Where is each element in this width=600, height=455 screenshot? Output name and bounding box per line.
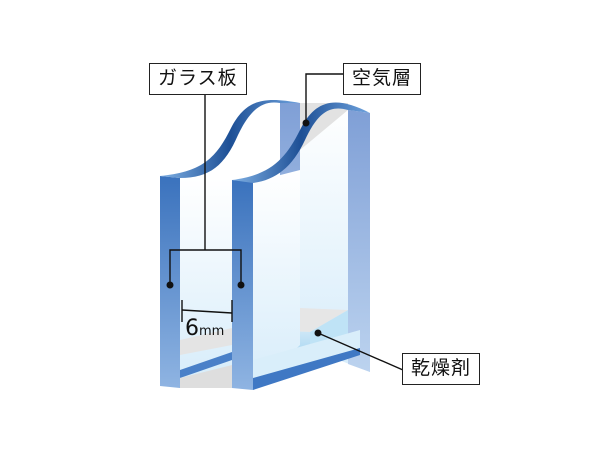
front-glass-pane [160,100,300,388]
label-desiccant: 乾燥剤 [402,353,481,385]
leader-lines [169,73,404,371]
gap-dimension: 6mm [185,318,224,340]
label-air-layer: 空気層 [343,63,422,95]
gap-dimension-value: 6 [185,316,199,341]
label-glass-pane: ガラス板 [149,63,247,95]
gap-dimension-unit: mm [199,324,225,339]
leader-dots [166,119,322,337]
